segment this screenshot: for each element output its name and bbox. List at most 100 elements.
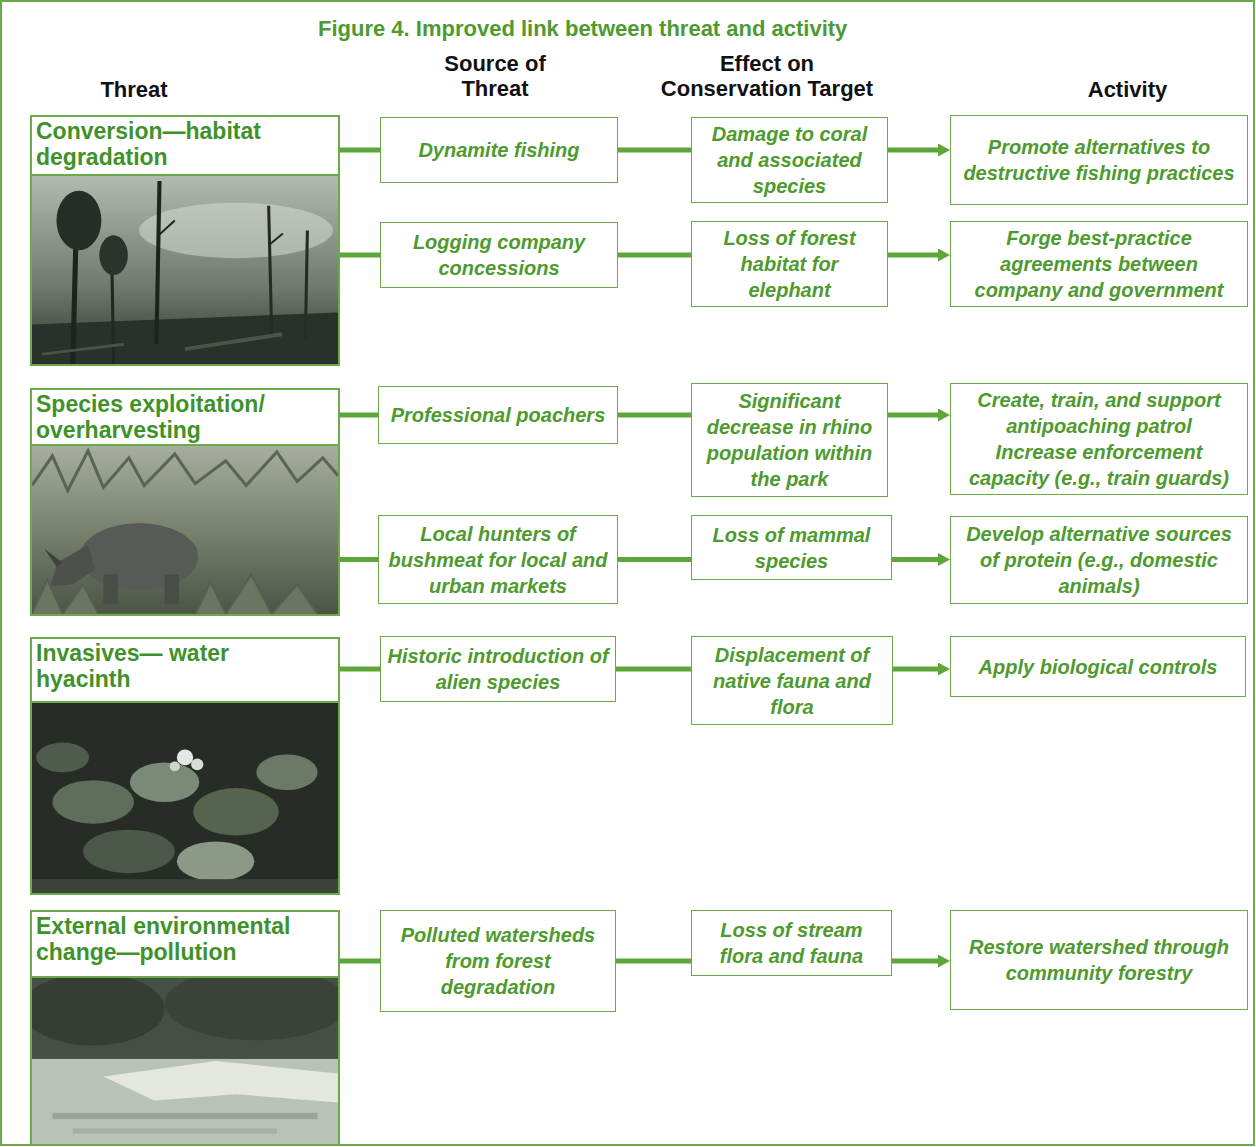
connector-line [618,148,691,153]
source-box: Professional poachers [378,386,618,444]
box-text: Loss of forest habitat for elephant [697,225,882,303]
photo-reflection [52,1113,317,1119]
threat-box: Species exploitation/ overharvesting [30,388,340,616]
source-box: Dynamite fishing [380,117,618,183]
polluted-stream-photo [32,978,338,1144]
photo-cloud [139,203,333,258]
photo-ground [32,313,338,364]
source-box: Polluted watersheds from forest degradat… [380,910,616,1012]
connector-line [888,148,942,153]
photo-leaf [130,762,199,802]
connector-line [618,557,691,562]
activity-box: Apply biological controls [950,636,1246,697]
threat-box: Invasives— water hyacinth [30,637,340,895]
box-text: Promote alternatives to destructive fish… [956,134,1242,186]
connector-line [616,667,691,672]
activity-box: Forge best-practice agreements between c… [950,221,1248,307]
box-text: Polluted watersheds from forest degradat… [386,922,610,1000]
photo-leaf [36,743,89,773]
photo-flower [191,758,203,770]
photo-log [185,334,282,349]
effect-box: Damage to coral and associated species [691,117,888,203]
threat-heading: Invasives— water hyacinth [36,640,286,692]
box-text: Dynamite fishing [418,137,579,163]
column-heading: Source of Threat [430,52,560,101]
photo-flower [170,761,180,771]
box-text: Increase enforcement capacity (e.g., tra… [956,439,1242,491]
connector-line [892,557,942,562]
connector-line [893,667,942,672]
photo-grass [32,574,318,614]
box-text: Local hunters of bushmeat for local and … [384,521,612,599]
photo-tree [305,230,307,339]
photo-rhino-leg [103,574,117,604]
photo-rhino-body [80,523,198,590]
threat-heading-area: Conversion—habitat degradation [32,117,338,174]
threat-photo [32,976,338,1144]
box-text: Historic introduction of alien species [386,643,610,695]
photo-tree [269,206,272,335]
photo-leaf [256,754,317,790]
effect-box: Loss of mammal species [691,515,892,580]
photo-leaf [83,830,175,874]
connector-line [618,253,691,258]
threat-box: Conversion—habitat degradation [30,115,340,366]
box-text: Significant decrease in rhino population… [697,388,882,492]
connector-line [340,413,378,418]
connector-line [340,253,380,258]
connector-line [888,413,942,418]
activity-box: Promote alternatives to destructive fish… [950,115,1248,205]
photo-sand [103,1061,338,1103]
source-box: Historic introduction of alien species [380,636,616,702]
photo-tree [156,181,159,344]
photo-foliage [165,978,338,1040]
photo-flower [177,750,193,766]
water-hyacinth-photo [32,703,338,893]
threat-photo [32,701,338,893]
photo-branch [269,233,283,245]
photo-water [32,879,338,893]
photo-leaf [52,780,134,824]
threat-heading-area: External environmental change—pollution [32,912,338,976]
box-text: Restore watershed through community fore… [956,934,1242,986]
photo-grass [32,451,338,491]
effect-box: Displacement of native fauna and flora [691,636,893,725]
box-text: Displacement of native fauna and flora [697,642,887,720]
effect-box: Loss of stream flora and fauna [691,910,892,976]
source-box: Logging company concessions [380,222,618,288]
connector-line [892,959,942,964]
photo-rhino-horn [44,549,62,567]
activity-box: Create, train, and support antipoaching … [950,383,1248,495]
box-text: Loss of stream flora and fauna [697,917,886,969]
threat-photo [32,444,338,614]
photo-foliage [56,191,101,250]
connector-line [340,557,378,562]
threat-heading: Conversion—habitat degradation [36,118,334,170]
box-text: Damage to coral and associated species [697,121,882,199]
threat-heading: Species exploitation/ overharvesting [36,391,334,443]
threat-heading-area: Species exploitation/ overharvesting [32,390,338,444]
rhino-photo [32,446,338,614]
box-text: Apply biological controls [979,654,1218,680]
photo-reflection [73,1128,277,1133]
photo-foliage [32,978,165,1045]
photo-leaf [193,788,279,836]
photo-foliage [99,235,128,275]
box-text: Create, train, and support antipoaching … [956,387,1242,439]
box-text: Logging company concessions [386,229,612,281]
effect-box: Loss of forest habitat for elephant [691,221,888,307]
box-text: Loss of mammal species [697,522,886,574]
column-heading: Activity [1070,78,1185,103]
connector-line [618,413,691,418]
box-text: Professional poachers [391,402,606,428]
photo-rhino-leg [165,574,179,604]
photo-log [42,344,124,354]
photo-background [32,446,338,614]
connector-line [616,959,691,964]
burned-forest-photo [32,176,338,364]
photo-leaf [177,842,255,882]
activity-box: Develop alternative sources of protein (… [950,516,1248,604]
connector-line [340,667,380,672]
